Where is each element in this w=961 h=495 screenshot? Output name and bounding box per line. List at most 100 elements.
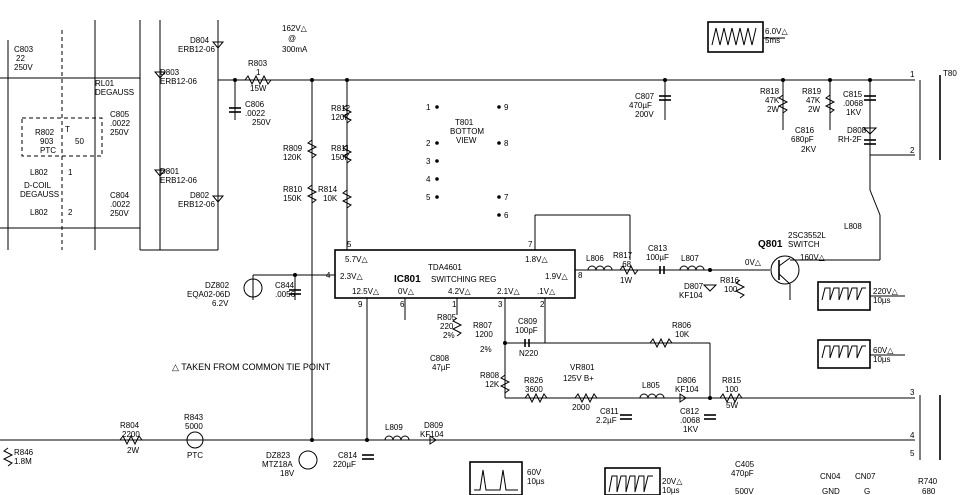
c814-value: 220µF [333,460,356,469]
d808-label: D808 [847,126,867,135]
c816-label: C816 [795,126,815,135]
dcoil-label: D-COIL [24,181,52,190]
c844-value: .0056 [275,290,296,299]
r826-value: 3600 [525,385,543,394]
d803-label: D803 [160,68,180,77]
r817-label: R817 [613,251,633,260]
cn07-pin: G [864,487,870,495]
cn07-label: CN07 [855,472,876,481]
t801-pin-4: 4 [426,175,431,184]
r818-value: 47K [765,96,780,105]
ic801-label: IC801 [394,274,421,285]
d808-part: RH-2F [838,135,862,144]
t80-pin5: 5 [910,449,915,458]
c804-voltage: 250V [110,209,129,218]
d802-label: D802 [190,191,210,200]
t80-label: T80 [943,69,957,78]
c811-value: 2.2µF [596,416,617,425]
r819-label: R819 [802,87,822,96]
dz802-part: EQA02-06D [187,290,230,299]
ic-v0: 0V△ [398,287,415,296]
r804-value: 2200 [122,430,140,439]
rl01-desc: DEGAUSS [95,88,134,97]
r816-label: R816 [720,276,740,285]
c815-voltage: 1KV [846,108,862,117]
c816-voltage: 2KV [801,145,817,154]
r740-label: R740 [918,477,938,486]
r807-tol: 2% [480,345,492,354]
t801-pin-9: 9 [504,103,509,112]
r804-label: R804 [120,421,140,430]
scope20-time: 10µs [662,486,680,495]
r818-watt: 2W [767,105,779,114]
q801-label: Q801 [758,239,783,250]
c811-label: C811 [600,407,619,416]
ic-pin5: 5 [347,240,352,249]
r802-50: 50 [75,137,84,146]
d806-part: KF104 [675,385,699,394]
c805-value: .0022 [110,119,131,128]
r810-label: R810 [283,185,303,194]
ic-pin1: 1 [452,300,457,309]
r819-value: 47K [806,96,821,105]
t801-pin-6: 6 [504,211,509,220]
t801-pin-5: 5 [426,193,431,202]
r806-value: 10K [675,330,690,339]
common-tie-point-note: △ TAKEN FROM COMMON TIE POINT [172,362,331,372]
r817-watt: 1W [620,276,632,285]
c803-voltage: 250V [14,63,33,72]
c815-value: .0068 [843,99,864,108]
l802-pin1: 1 [68,168,73,177]
d804-part: ERB12-06 [178,45,215,54]
c813-value: 100µF [646,253,669,262]
d809-label: D809 [424,421,444,430]
r809-label: R809 [283,144,303,153]
c808-value: 47µF [432,363,451,372]
t80-pin3: 3 [910,388,915,397]
t801-pin-8: 8 [504,139,509,148]
c812-value: .0068 [680,416,701,425]
c808-label: C808 [430,354,450,363]
ic-pin8: 8 [578,271,583,280]
r815-watt: 5W [726,401,738,410]
d802-part: ERB12-06 [178,200,215,209]
dz823-part: MTZ18A [262,460,293,469]
c405-voltage: 500V [735,487,754,495]
ic-pin6: 6 [400,300,405,309]
t801-view: VIEW [456,136,477,145]
c806-value: .0022 [245,109,266,118]
c809-value: 100pF [515,326,538,335]
l802-top: L802 [30,168,48,177]
r846-value: 1.8M [14,457,32,466]
ic-v57: 5.7V△ [345,255,368,264]
r815-label: R815 [722,376,742,385]
dz802-voltage: 6.2V [212,299,229,308]
r807-value: 1200 [475,330,493,339]
t801-pin-3: 3 [426,157,431,166]
d809-part: KF104 [420,430,444,439]
d807-part: KF104 [679,291,703,300]
r815-value: 100 [725,385,739,394]
t80-pin2: 2 [910,146,915,155]
r808-value: 12K [485,380,500,389]
scope60b-volts: 60V [527,468,542,477]
t801-pin-2: 2 [426,139,431,148]
ic-v21: 2.1V△ [497,287,520,296]
r809-value: 120K [283,153,302,162]
l802-pin2: 2 [68,208,73,217]
dz802-label: DZ802 [205,281,230,290]
c812-voltage: 1KV [683,425,699,434]
ic801-part: TDA4601 [428,263,462,272]
c816-value: 680pF [791,135,814,144]
r806-label: R806 [672,321,692,330]
c814-label: C814 [338,451,358,460]
ic-pin4: 4 [326,271,331,280]
d807-label: D807 [684,282,704,291]
scope220-volts: 220V△ [873,287,899,296]
r803-label: R803 [248,59,268,68]
scope1-volts: 6.0V△ [765,27,788,36]
v162-at: @ [288,34,296,43]
dz823-voltage: 18V [280,469,295,478]
r814-value: 10K [323,194,338,203]
d801-label: D801 [160,167,180,176]
